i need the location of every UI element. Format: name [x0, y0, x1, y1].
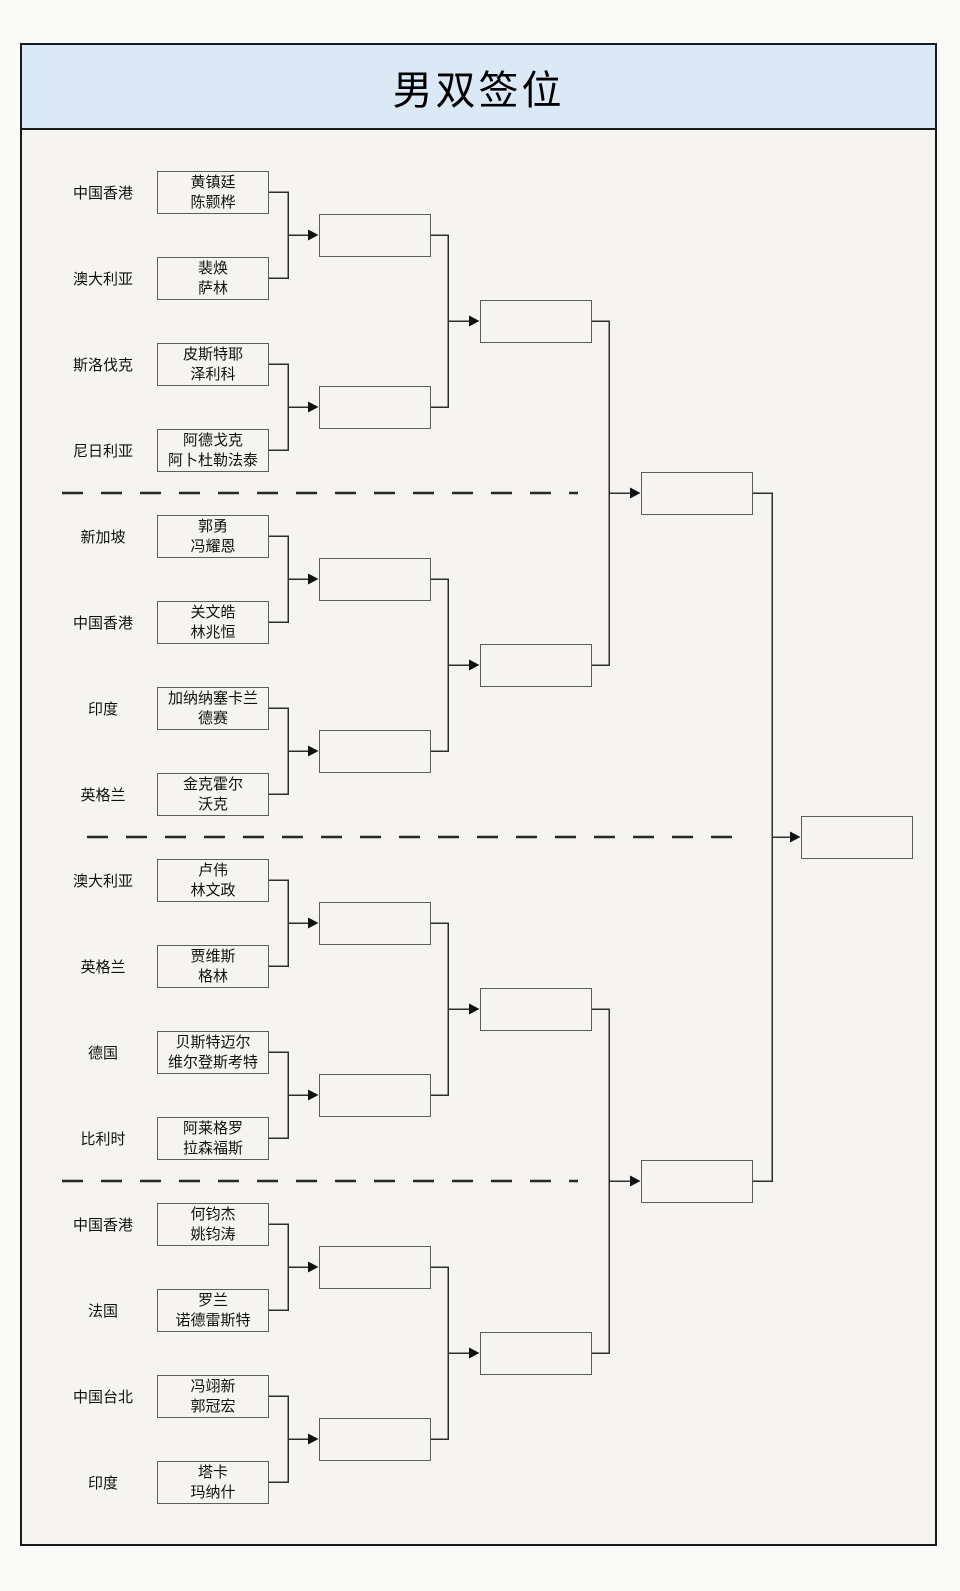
final-slot: [641, 471, 753, 515]
round2-winner-slot: [319, 1417, 431, 1461]
country-label: 新加坡: [80, 527, 126, 546]
player-name: 格林: [197, 967, 228, 985]
player-name: 阿卜杜勒法泰: [167, 451, 258, 469]
round2-winner-slot: [319, 557, 431, 601]
country-label: 澳大利亚: [72, 871, 133, 890]
player-name: 关文皓: [190, 603, 236, 621]
team-box: 阿莱格罗拉森福斯: [157, 1116, 269, 1160]
player-name: 阿莱格罗: [182, 1119, 243, 1137]
player-name: 皮斯特耶: [182, 345, 243, 363]
semifinal-slot: [480, 1331, 592, 1375]
player-name: 黄镇廷: [190, 173, 236, 191]
team-box: 罗兰诺德雷斯特: [157, 1288, 269, 1332]
team-box: 卢伟林文政: [157, 858, 269, 902]
country-label: 英格兰: [80, 957, 126, 976]
player-name: 冯耀恩: [190, 537, 236, 555]
country-label: 澳大利亚: [72, 269, 133, 288]
semifinal-slot: [480, 643, 592, 687]
country-label: 尼日利亚: [72, 441, 133, 460]
player-name: 郭勇: [197, 517, 228, 535]
player-name: 沃克: [197, 795, 228, 813]
team-box: 阿德戈克阿卜杜勒法泰: [157, 428, 269, 472]
country-label: 德国: [87, 1043, 118, 1062]
player-name: 泽利科: [190, 365, 236, 383]
semifinal-slot: [480, 299, 592, 343]
team-box: 关文皓林兆恒: [157, 600, 269, 644]
player-name: 罗兰: [197, 1291, 228, 1309]
player-name: 金克霍尔: [182, 775, 243, 793]
player-name: 郭冠宏: [190, 1397, 236, 1415]
player-name: 何钧杰: [190, 1205, 236, 1223]
player-name: 诺德雷斯特: [175, 1311, 251, 1329]
semifinal-slot: [480, 987, 592, 1031]
round2-winner-slot: [319, 1245, 431, 1289]
team-box: 冯翊新郭冠宏: [157, 1374, 269, 1418]
team-box: 郭勇冯耀恩: [157, 514, 269, 558]
country-label: 斯洛伐克: [72, 355, 133, 374]
player-name: 塔卡: [197, 1463, 228, 1481]
team-box: 黄镇廷陈颢桦: [157, 170, 269, 214]
country-label: 中国台北: [72, 1387, 133, 1406]
player-name: 阿德戈克: [182, 431, 243, 449]
team-box: 加纳纳塞卡兰德赛: [157, 686, 269, 730]
country-label: 中国香港: [72, 1215, 133, 1234]
player-name: 冯翊新: [190, 1377, 236, 1395]
final-slot: [641, 1159, 753, 1203]
round2-winner-slot: [319, 385, 431, 429]
player-name: 林文政: [190, 881, 236, 899]
player-name: 陈颢桦: [190, 193, 236, 211]
round2-winner-slot: [319, 213, 431, 257]
country-label: 印度: [87, 1473, 118, 1492]
player-name: 贾维斯: [190, 947, 236, 965]
round2-winner-slot: [319, 1073, 431, 1117]
player-name: 萨林: [197, 279, 228, 297]
round2-winner-slot: [319, 729, 431, 773]
team-box: 贝斯特迈尔维尔登斯考特: [157, 1030, 269, 1074]
country-label: 印度: [87, 699, 118, 718]
player-name: 玛纳什: [190, 1483, 236, 1501]
page-title: 男双签位: [392, 67, 565, 114]
team-box: 金克霍尔沃克: [157, 772, 269, 816]
team-box: 皮斯特耶泽利科: [157, 342, 269, 386]
country-label: 比利时: [80, 1129, 126, 1148]
country-label: 中国香港: [72, 183, 133, 202]
country-label: 英格兰: [80, 785, 126, 804]
player-name: 维尔登斯考特: [167, 1053, 258, 1071]
player-name: 裴焕: [197, 259, 228, 277]
team-box: 贾维斯格林: [157, 944, 269, 988]
player-name: 林兆恒: [190, 623, 236, 641]
player-name: 贝斯特迈尔: [175, 1033, 251, 1051]
player-name: 姚钧涛: [190, 1225, 236, 1243]
country-label: 中国香港: [72, 613, 133, 632]
player-name: 拉森福斯: [182, 1139, 243, 1157]
champion-slot: [801, 815, 913, 859]
team-box: 塔卡玛纳什: [157, 1460, 269, 1504]
country-label: 法国: [87, 1301, 118, 1320]
player-name: 卢伟: [197, 861, 228, 879]
team-box: 裴焕萨林: [157, 256, 269, 300]
player-name: 加纳纳塞卡兰: [167, 689, 258, 707]
team-box: 何钧杰姚钧涛: [157, 1202, 269, 1246]
title-bar: 男双签位: [22, 45, 935, 130]
round2-winner-slot: [319, 901, 431, 945]
player-name: 德赛: [197, 709, 228, 727]
